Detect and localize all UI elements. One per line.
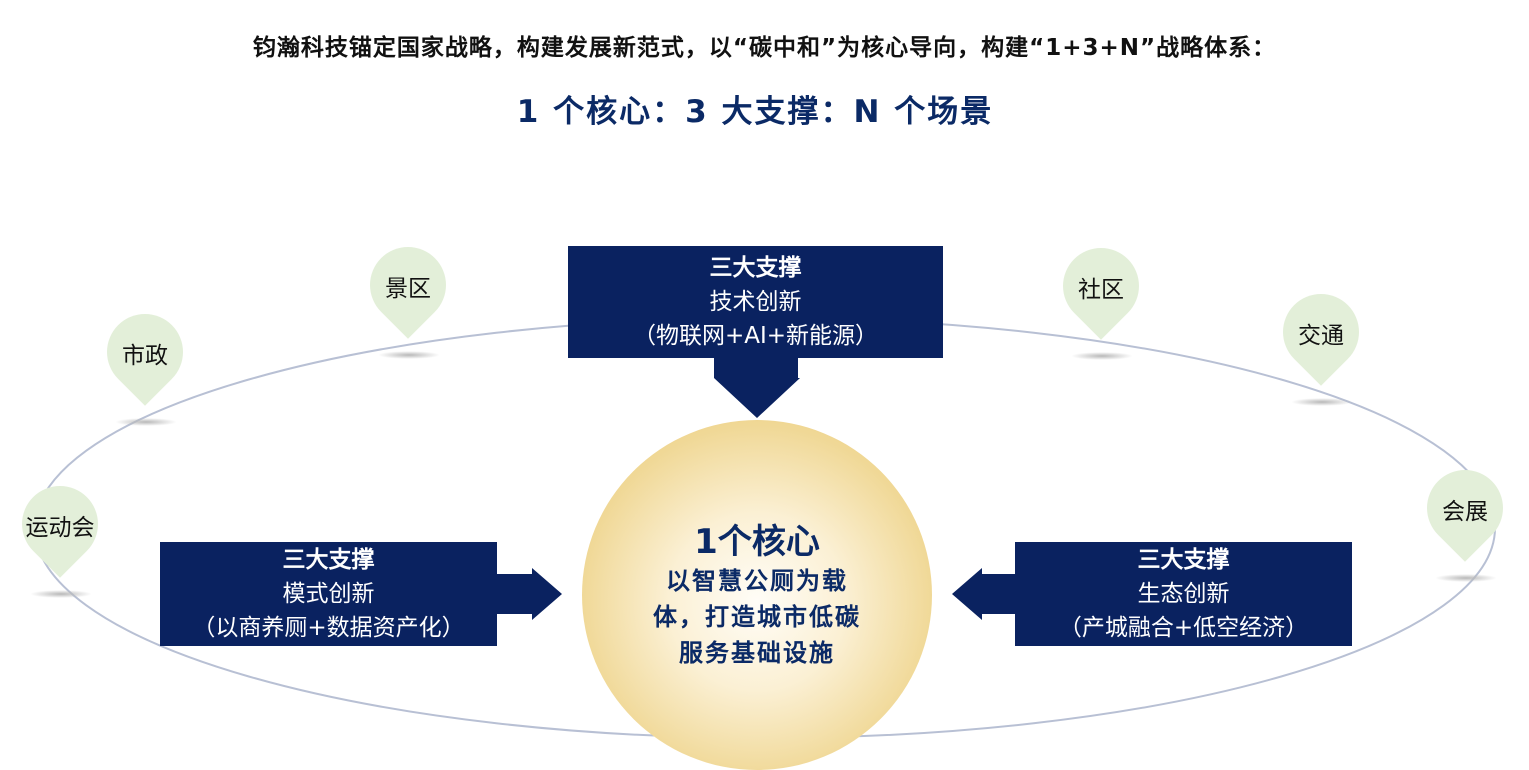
scenario-pin-municipal: 市政 xyxy=(91,298,199,426)
subtitle: 1 个核心：3 大支撑：N 个场景 xyxy=(516,94,994,130)
support-detail: （产城融合+低空经济） xyxy=(1058,615,1309,641)
scenario-label: 市政 xyxy=(122,343,168,369)
core-circle: 1个核心 以智慧公厕为载体，打造城市低碳服务基础设施 xyxy=(582,420,932,770)
scenario-pin-community: 社区 xyxy=(1047,232,1155,360)
support-detail: （以商养厕+数据资产化） xyxy=(192,615,465,641)
support-eco-box: 三大支撑 生态创新 （产城融合+低空经济） xyxy=(1015,542,1352,646)
support-title: 三大支撑 xyxy=(282,547,375,573)
core-title: 1个核心 xyxy=(694,521,820,562)
core-description: 以智慧公厕为载体，打造城市低碳服务基础设施 xyxy=(653,566,861,667)
support-name: 生态创新 xyxy=(1137,581,1230,607)
scenario-pin-scenic: 景区 xyxy=(354,231,462,359)
scenario-label: 运动会 xyxy=(25,515,95,541)
support-detail: （物联网+AI+新能源） xyxy=(632,323,879,349)
arrow-left xyxy=(952,568,1017,620)
scenario-label: 会展 xyxy=(1442,499,1488,525)
support-title: 三大支撑 xyxy=(709,255,802,281)
scenario-pin-sports: 运动会 xyxy=(6,470,114,598)
arrow-right xyxy=(497,568,562,620)
scenario-pin-exhibition: 会展 xyxy=(1411,454,1519,582)
support-model-box: 三大支撑 模式创新 （以商养厕+数据资产化） xyxy=(160,542,497,646)
support-title: 三大支撑 xyxy=(1137,547,1230,573)
intro-text: 钧瀚科技锚定国家战略，构建发展新范式，以“碳中和”为核心导向，构建“1+3+N”… xyxy=(252,35,1277,61)
arrow-down xyxy=(714,356,800,418)
scenario-label: 交通 xyxy=(1298,323,1344,349)
scenario-pin-traffic: 交通 xyxy=(1267,278,1375,406)
scenario-label: 社区 xyxy=(1078,277,1124,303)
support-name: 模式创新 xyxy=(282,581,375,607)
scenario-label: 景区 xyxy=(385,276,431,302)
support-tech-box: 三大支撑 技术创新 （物联网+AI+新能源） xyxy=(568,246,943,358)
support-name: 技术创新 xyxy=(709,289,802,315)
